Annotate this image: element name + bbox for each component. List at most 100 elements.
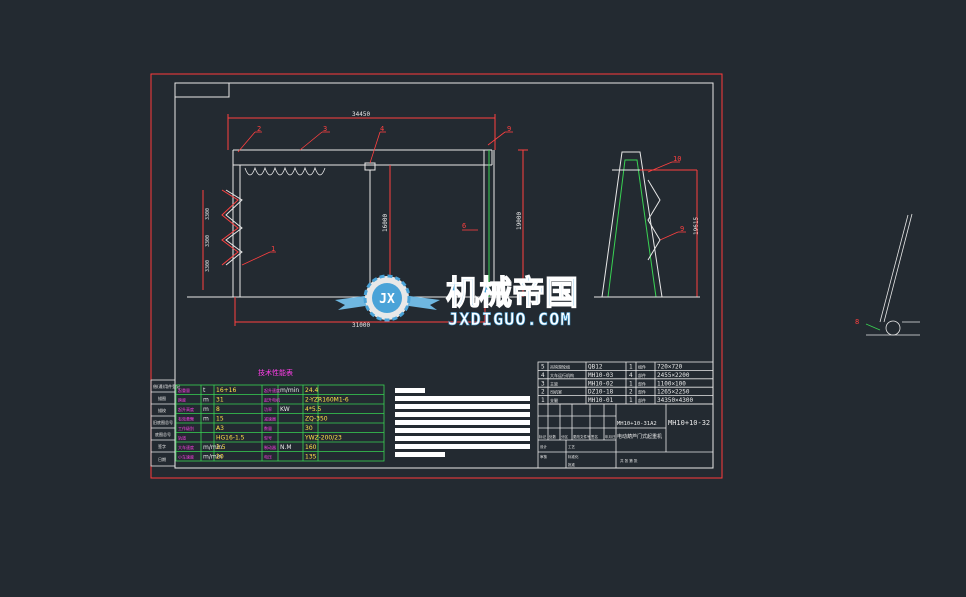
wing-right-icon: [402, 295, 440, 310]
left-stamp: [150, 379, 176, 467]
callout-1: 1: [271, 245, 275, 253]
callout-6: 6: [462, 222, 466, 230]
tech-table-cell: 轨道: [178, 435, 186, 441]
callout-9a: 9: [507, 125, 511, 133]
parts-list-cell: 吊钩滑轮组: [550, 364, 570, 370]
tb-label-1: 标记: [539, 434, 547, 439]
stamp-label-5: 底图总号: [155, 431, 171, 437]
parts-list-grid: [537, 361, 714, 405]
tech-table-cell: ZQ-350: [305, 416, 328, 423]
tb-label-2: 处数: [549, 434, 557, 439]
tech-table-cell: 电压: [264, 454, 272, 460]
parts-list-cell: 司机室: [550, 389, 562, 395]
tb-label-4: 更改文件号: [573, 434, 591, 439]
parts-list-cell: MH10-03: [588, 372, 614, 379]
tech-table-cell: 30: [305, 425, 313, 432]
parts-list-cell: QB12: [588, 364, 603, 371]
parts-list-cell: 组件: [638, 364, 646, 370]
parts-list-cell: 大车运行机构: [550, 372, 574, 378]
corner-box: [174, 82, 230, 98]
tech-table-cell: 2-YZR160M1-6: [305, 397, 349, 404]
dim-left-1: 3300: [205, 208, 211, 220]
watermark: JX 机械帝国 JXDIGUO.COM: [335, 272, 579, 330]
drawing-fragment: [865, 213, 920, 336]
callout-2: 2: [257, 125, 261, 133]
parts-list-cell: 主梁: [550, 380, 558, 386]
dim-left-3: 3300: [205, 260, 211, 272]
tb-label-12: 共 张 第 张: [620, 458, 638, 463]
parts-list-cell: 1: [629, 364, 633, 371]
tb-label-5: 签名: [591, 434, 598, 439]
tb-label-11: 批准: [568, 462, 576, 467]
parts-list-cell: 2: [629, 389, 633, 396]
tech-table-title: 技术性能表: [258, 368, 293, 377]
callouts: [237, 131, 686, 266]
parts-list-cell: 1100×100: [657, 380, 686, 387]
tb-label-8: 审核: [540, 454, 548, 459]
gantry-elevation: [187, 114, 528, 326]
tech-table-cell: 31: [216, 397, 224, 404]
parts-list-cell: 2455×2200: [657, 372, 690, 379]
tech-table-cell: 制动器: [264, 444, 276, 450]
watermark-badge: JX: [379, 292, 395, 307]
callout-4: 4: [380, 125, 384, 133]
wing-left-icon: [335, 295, 372, 310]
tech-table-cell: YWZ-200/23: [304, 435, 342, 442]
parts-list-cell: 3: [541, 380, 545, 387]
tech-table-cell: t: [203, 387, 206, 394]
title-block-grid: [537, 403, 714, 469]
stamp-label-2: 描图: [158, 395, 166, 401]
tech-table-cell: KW: [280, 406, 290, 413]
parts-list-cell: 4: [629, 372, 633, 379]
tech-table-cell: 160: [305, 444, 317, 451]
tech-table-cell: 工作级别: [178, 425, 194, 431]
cable-festoon: [244, 166, 326, 176]
sheet-border: [150, 73, 723, 479]
tech-table-cell: 20: [216, 454, 224, 461]
parts-list-cell: 34350×4300: [657, 397, 694, 404]
dim-height-main: 16000: [382, 214, 389, 232]
callout-10: 10: [673, 155, 681, 163]
tb-label-10: 标准化: [568, 454, 579, 459]
tb-label-6: 年月日: [605, 434, 616, 439]
tech-table-cell: 大车速度: [178, 444, 194, 450]
parts-list-cell: 部件: [638, 372, 646, 378]
callout-3: 3: [323, 125, 327, 133]
parts-list-cell: 720×720: [657, 364, 683, 371]
tb-label-9: 工艺: [568, 444, 576, 449]
tech-table-cell: m: [203, 406, 209, 413]
tech-table-cell: 减速器: [264, 416, 276, 422]
stamp-label-6: 签字: [158, 443, 166, 449]
parts-list-cell: 1265×2250: [657, 389, 690, 396]
dim-height-right: 19000: [516, 212, 523, 230]
tech-table-cell: 数量: [264, 425, 272, 431]
tech-table-cell: m/min: [280, 387, 299, 394]
parts-list-cell: DZ10-18: [588, 389, 614, 396]
tech-table-grid: [175, 384, 385, 462]
parts-list-cell: 部件: [638, 389, 646, 395]
title-block-drawing-no-alt: MH10+10-32: [668, 419, 710, 427]
drawing-frame: [174, 82, 714, 469]
parts-list-cell: MH10-01: [588, 397, 614, 404]
stamp-label-7: 日期: [158, 456, 166, 462]
tech-table-cell: 有效悬臂: [178, 416, 194, 422]
fragment-callout: 8: [855, 318, 859, 326]
stamp-label-1: 借(通)用件登记: [153, 383, 180, 389]
tech-table-cell: m/min: [203, 444, 222, 451]
stamp-label-4: 旧底图总号: [153, 419, 173, 425]
tb-label-3: 分区: [561, 434, 569, 439]
tech-table-cell: 起重量: [178, 387, 190, 393]
tech-table-cell: A3: [216, 425, 224, 432]
tech-table-cell: 15: [216, 416, 224, 423]
tech-table-cell: 起升电机: [264, 397, 280, 403]
title-block-product-name: 电动葫芦门式起重机: [617, 433, 662, 440]
watermark-name-cn: 机械帝国: [446, 273, 578, 312]
tech-table-cell: 功率: [264, 406, 272, 412]
tech-table-cell: 小车速度: [178, 454, 194, 460]
tech-table-cell: 起升速度: [264, 387, 280, 393]
stamp-label-3: 描校: [158, 407, 166, 413]
parts-list-cell: 支腿: [550, 397, 558, 403]
tech-table-cell: 16+16: [216, 387, 236, 394]
